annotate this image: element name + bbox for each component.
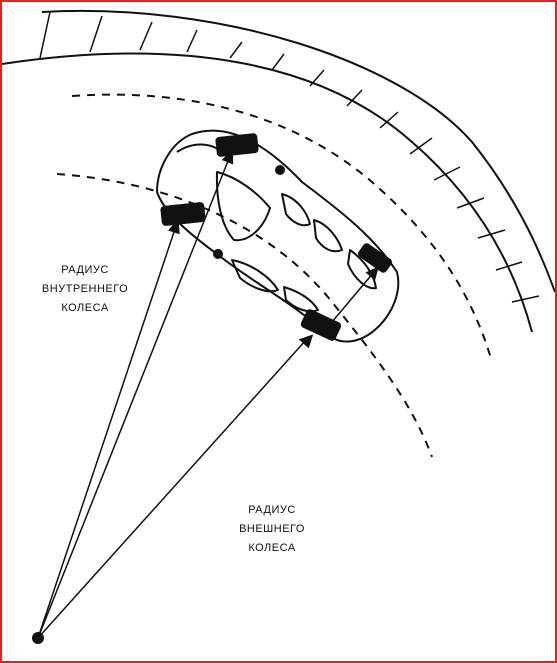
inner-wheel-radius-label: РАДИУС ВНУТРЕННЕГО КОЛЕСА: [30, 261, 140, 318]
radius-line-rear-outer: [331, 271, 375, 323]
mirror-right: [275, 165, 285, 175]
outer-track-arc: [71, 93, 493, 363]
road-curb: [2, 9, 555, 333]
rear-outer-wheel: [358, 243, 392, 273]
door-window-left: [231, 259, 279, 293]
car: [156, 129, 400, 343]
car-body-outline: [156, 129, 400, 343]
radius-lines: [37, 148, 380, 639]
door-window-left-rear: [283, 286, 319, 313]
arrow-head: [365, 266, 380, 281]
label-line: КОЛЕСА: [61, 302, 109, 314]
wheels: [160, 133, 392, 341]
arrow-head: [221, 148, 234, 165]
label-line: ВНЕШНЕГО: [239, 523, 305, 535]
label-line: РАДИУС: [61, 264, 109, 276]
radius-line-front-outer: [37, 155, 231, 639]
label-line: РАДИУС: [248, 504, 296, 516]
curb-outer-edge: [41, 9, 555, 293]
rear-window: [347, 249, 377, 290]
label-line: КОЛЕСА: [248, 542, 296, 554]
turn-center-dot: [32, 632, 44, 644]
inner-track-arc: [56, 173, 433, 458]
side-window-rear: [313, 219, 343, 253]
curb-hatching: [39, 11, 540, 303]
front-inner-wheel: [160, 202, 206, 226]
windshield: [215, 171, 271, 242]
label-line: ВНУТРЕННЕГО: [41, 283, 129, 295]
radius-line-rear-inner: [37, 339, 307, 639]
radius-line-front-inner: [37, 225, 177, 639]
rear-inner-wheel: [300, 309, 342, 341]
arrow-head: [168, 218, 180, 235]
mirror-left: [213, 249, 223, 259]
outer-wheel-radius-label: РАДИУС ВНЕШНЕГО КОЛЕСА: [222, 501, 322, 558]
front-outer-wheel: [215, 133, 259, 157]
wheel-tracks: [56, 93, 493, 458]
car-front-bumper: [176, 143, 223, 153]
side-window-front: [281, 193, 311, 227]
arrow-head: [298, 334, 314, 349]
